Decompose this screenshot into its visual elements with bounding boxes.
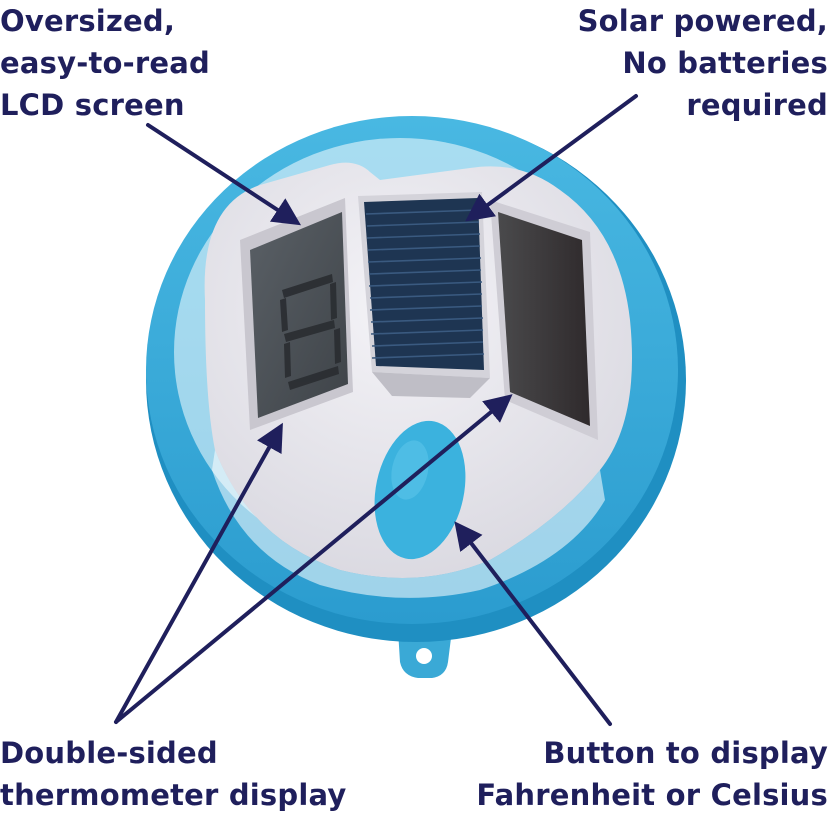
arrow-double-right	[114, 394, 513, 724]
callout-solar-line-3: required	[686, 88, 828, 122]
callout-unit-button: Button to display Fahrenheit or Celsius	[476, 732, 828, 816]
arrow-double-left	[114, 422, 283, 724]
lcd-screen-left	[240, 198, 353, 430]
callout-button-line-2: Fahrenheit or Celsius	[476, 778, 828, 812]
callout-lcd-line-3: LCD screen	[0, 88, 185, 122]
callout-lcd-line-2: easy-to-read	[0, 46, 210, 80]
lcd-screen-right	[490, 200, 598, 440]
callout-lcd-line-1: Oversized,	[0, 4, 176, 38]
callout-solar-powered: Solar powered, No batteries required	[578, 0, 828, 126]
callout-double-line-1: Double-sided	[0, 736, 218, 770]
callout-arrows	[114, 94, 638, 726]
arrow-button	[454, 521, 612, 726]
callout-double-line-2: thermometer display	[0, 778, 347, 812]
callout-lcd-screen: Oversized, easy-to-read LCD screen	[0, 0, 210, 126]
solar-panel	[358, 192, 490, 398]
arrow-lcd	[146, 123, 302, 226]
callout-button-line-1: Button to display	[543, 736, 828, 770]
callout-solar-line-1: Solar powered,	[577, 4, 828, 38]
arrow-solar	[465, 94, 638, 222]
hanging-tab-icon	[398, 630, 452, 678]
callout-double-sided: Double-sided thermometer display	[0, 732, 346, 816]
callout-solar-line-2: No batteries	[622, 46, 828, 80]
